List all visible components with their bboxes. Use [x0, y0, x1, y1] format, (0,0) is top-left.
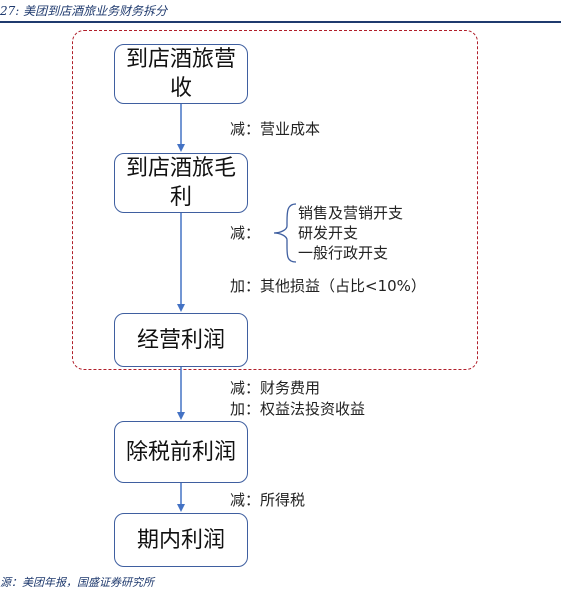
note-minus-tax: 减：所得税	[230, 491, 306, 509]
note-minus-label: 减：	[230, 224, 261, 242]
expense-brace	[273, 203, 297, 263]
dashed-group-frame	[72, 30, 478, 370]
figure-caption: 27: 美团到店酒旅业务财务拆分	[0, 4, 168, 18]
note-minus-cost: 减：营业成本	[230, 120, 321, 138]
node-pretax-profit: 除税前利润	[114, 421, 248, 483]
node-period-profit: 期内利润	[114, 513, 248, 567]
note-expense-rnd: 研发开支	[298, 224, 359, 242]
caption-rule	[0, 21, 561, 23]
note-expense-admin: 一般行政开支	[298, 244, 389, 262]
note-plus-other: 加：其他损益（占比<10%）	[230, 277, 426, 295]
note-plus-equity: 加：权益法投资收益	[230, 400, 366, 418]
node-revenue: 到店酒旅营收	[114, 44, 248, 104]
note-expense-sales: 销售及营销开支	[298, 204, 404, 222]
node-gross-profit: 到店酒旅毛利	[114, 153, 248, 213]
source-footnote: 源：美团年报，国盛证券研究所	[0, 576, 154, 589]
note-minus-finance: 减：财务费用	[230, 379, 321, 397]
node-operating-profit: 经营利润	[114, 313, 248, 367]
